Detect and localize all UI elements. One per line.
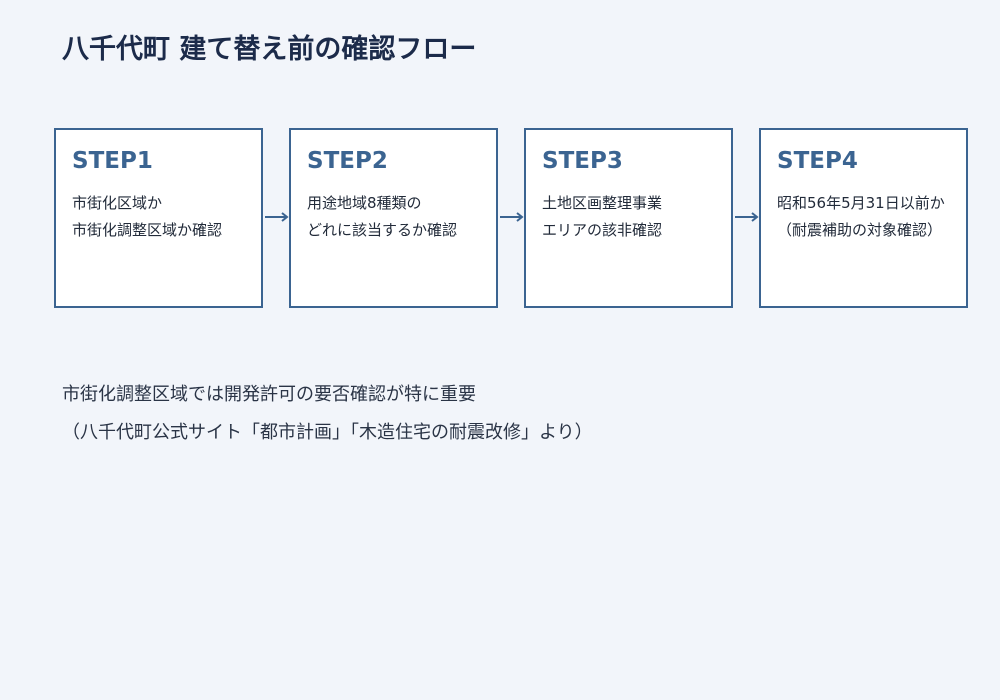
step-box-1: STEP1 市街化区域か 市街化調整区域か確認 — [54, 128, 263, 308]
arrow-right-icon — [733, 207, 761, 227]
note-source-line: （八千代町公式サイト「都市計画」「木造住宅の耐震改修」より） — [62, 422, 593, 443]
step-3-line-1: 土地区画整理事業 — [542, 194, 663, 212]
step-4-line-2: （耐震補助の対象確認） — [777, 221, 943, 239]
step-box-2: STEP2 用途地域8種類の どれに該当するか確認 — [289, 128, 498, 308]
step-label-4: STEP4 — [777, 148, 858, 174]
step-label-3: STEP3 — [542, 148, 623, 174]
step-4-line-1: 昭和56年5月31日以前か — [777, 194, 945, 212]
step-box-4: STEP4 昭和56年5月31日以前か （耐震補助の対象確認） — [759, 128, 968, 308]
note-text: 市街化調整区域では開発許可の要否確認が特に重要 （八千代町公式サイト「都市計画」… — [62, 376, 593, 452]
step-text-1: 市街化区域か 市街化調整区域か確認 — [72, 190, 222, 244]
step-text-4: 昭和56年5月31日以前か （耐震補助の対象確認） — [777, 190, 945, 244]
step-label-2: STEP2 — [307, 148, 388, 174]
step-label-1: STEP1 — [72, 148, 153, 174]
step-1-line-1: 市街化区域か — [72, 194, 163, 212]
step-1-line-2: 市街化調整区域か確認 — [72, 221, 223, 239]
step-text-3: 土地区画整理事業 エリアの該非確認 — [542, 190, 662, 244]
arrow-right-icon — [263, 207, 291, 227]
step-text-2: 用途地域8種類の どれに該当するか確認 — [307, 190, 457, 244]
arrow-right-icon — [498, 207, 526, 227]
note-line-1: 市街化調整区域では開発許可の要否確認が特に重要 — [62, 384, 476, 405]
step-box-3: STEP3 土地区画整理事業 エリアの該非確認 — [524, 128, 733, 308]
page-title: 八千代町 建て替え前の確認フロー — [62, 34, 477, 65]
step-2-line-2: どれに該当するか確認 — [307, 221, 458, 239]
step-2-line-1: 用途地域8種類の — [307, 194, 422, 212]
step-3-line-2: エリアの該非確認 — [542, 221, 663, 239]
